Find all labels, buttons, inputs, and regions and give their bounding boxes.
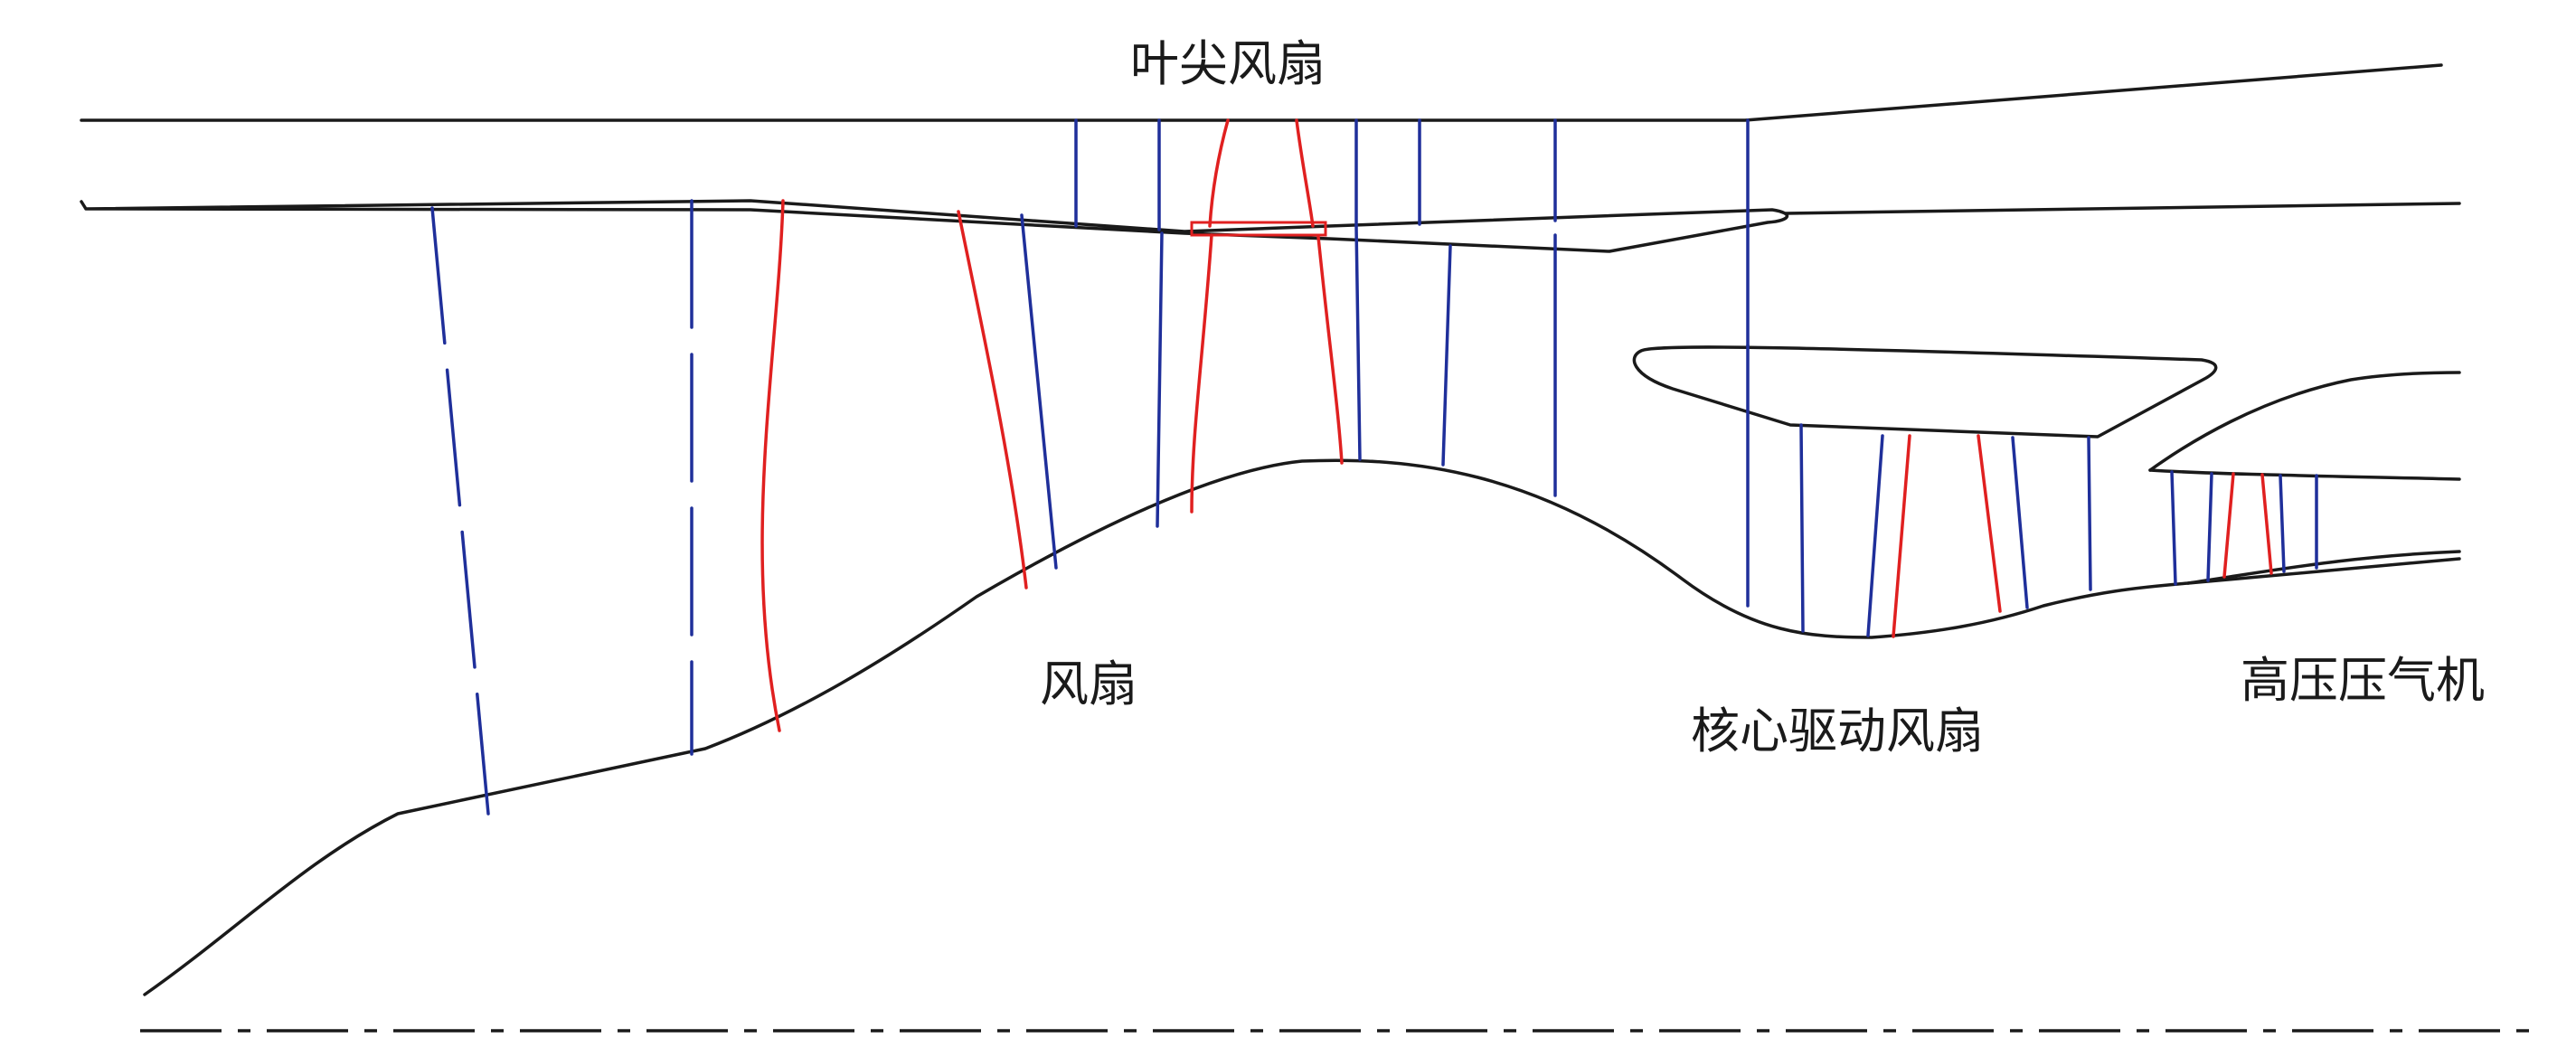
hpc-vane-3 [2279, 474, 2286, 573]
core-rotor-1 [1156, 231, 1164, 528]
hpc-casing-top [2148, 371, 2461, 472]
tip-fan-seal [1190, 221, 1327, 237]
outer-casing-line [80, 63, 2443, 122]
high-pressure-compressor-label: 高压压气机 [2241, 652, 2485, 709]
inlet-guide-vane-1 [430, 206, 490, 816]
fan-hub-line [143, 458, 2461, 996]
fan-stator-vane-1 [1020, 213, 1058, 570]
hpc-vane-2 [2206, 472, 2213, 582]
core-rotor-3 [1316, 235, 1344, 465]
tip-fan-rotor-2 [1295, 118, 1315, 228]
cdf-rotor-1 [1892, 434, 1911, 638]
fan-label: 风扇 [1040, 656, 1137, 712]
hpc-hub-line [2186, 557, 2461, 585]
core-rotor-2 [1190, 233, 1213, 514]
hpc-vane-1 [2170, 470, 2177, 586]
bypass-duct-line [1784, 202, 2461, 215]
core-stator-1 [1354, 224, 1362, 461]
cdf-vane-2 [1799, 423, 1805, 633]
hpc-casing-bottom [2148, 468, 2461, 481]
core-fan-casing [1632, 345, 2218, 439]
cdf-vane-4 [2011, 436, 2029, 609]
hpc-rotor-1 [2222, 472, 2235, 579]
core-stator-2 [1441, 244, 1452, 467]
fan-tip-shroud [80, 199, 1788, 253]
cdf-rotor-2 [1977, 434, 2002, 613]
core-driven-fan-label: 核心驱动风扇 [1691, 703, 1984, 759]
fan-rotor-blade-2 [957, 210, 1028, 590]
hpc-rotor-2 [2260, 473, 2273, 575]
fan-rotor-blade [760, 199, 785, 732]
tip-fan-rotor-1 [1208, 118, 1230, 228]
cdf-vane-3 [1866, 434, 1884, 637]
tip-fan-label: 叶尖风扇 [1130, 35, 1326, 92]
cdf-vane-5 [2087, 436, 2092, 591]
